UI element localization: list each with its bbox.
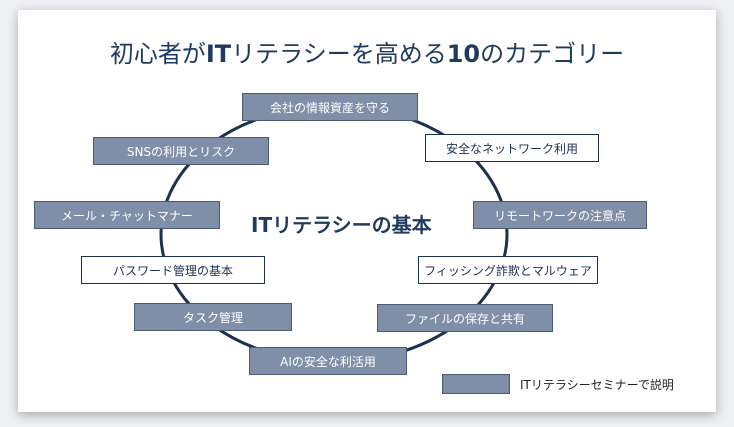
legend-swatch — [442, 374, 510, 394]
category-node: ファイルの保存と共有 — [377, 304, 553, 332]
category-node: 会社の情報資産を守る — [242, 93, 418, 121]
category-node: AIの安全な利活用 — [249, 347, 407, 375]
category-node: パスワード管理の基本 — [81, 256, 265, 284]
legend-label: ITリテラシーセミナーで説明 — [520, 378, 674, 392]
slide-card: 初心者がITリテラシーを高める10のカテゴリー ITリテラシーの基本 会社の情報… — [18, 10, 716, 412]
category-node: リモートワークの注意点 — [473, 201, 647, 229]
center-label: ITリテラシーの基本 — [251, 213, 432, 237]
category-node: メール・チャットマナー — [34, 201, 220, 229]
category-node: タスク管理 — [134, 303, 292, 331]
category-node: フィッシング詐欺とマルウェア — [418, 256, 598, 284]
category-node: SNSの利用とリスク — [93, 137, 269, 165]
category-node: 安全なネットワーク利用 — [425, 134, 599, 162]
slide-title: 初心者がITリテラシーを高める10のカテゴリー — [109, 40, 625, 68]
